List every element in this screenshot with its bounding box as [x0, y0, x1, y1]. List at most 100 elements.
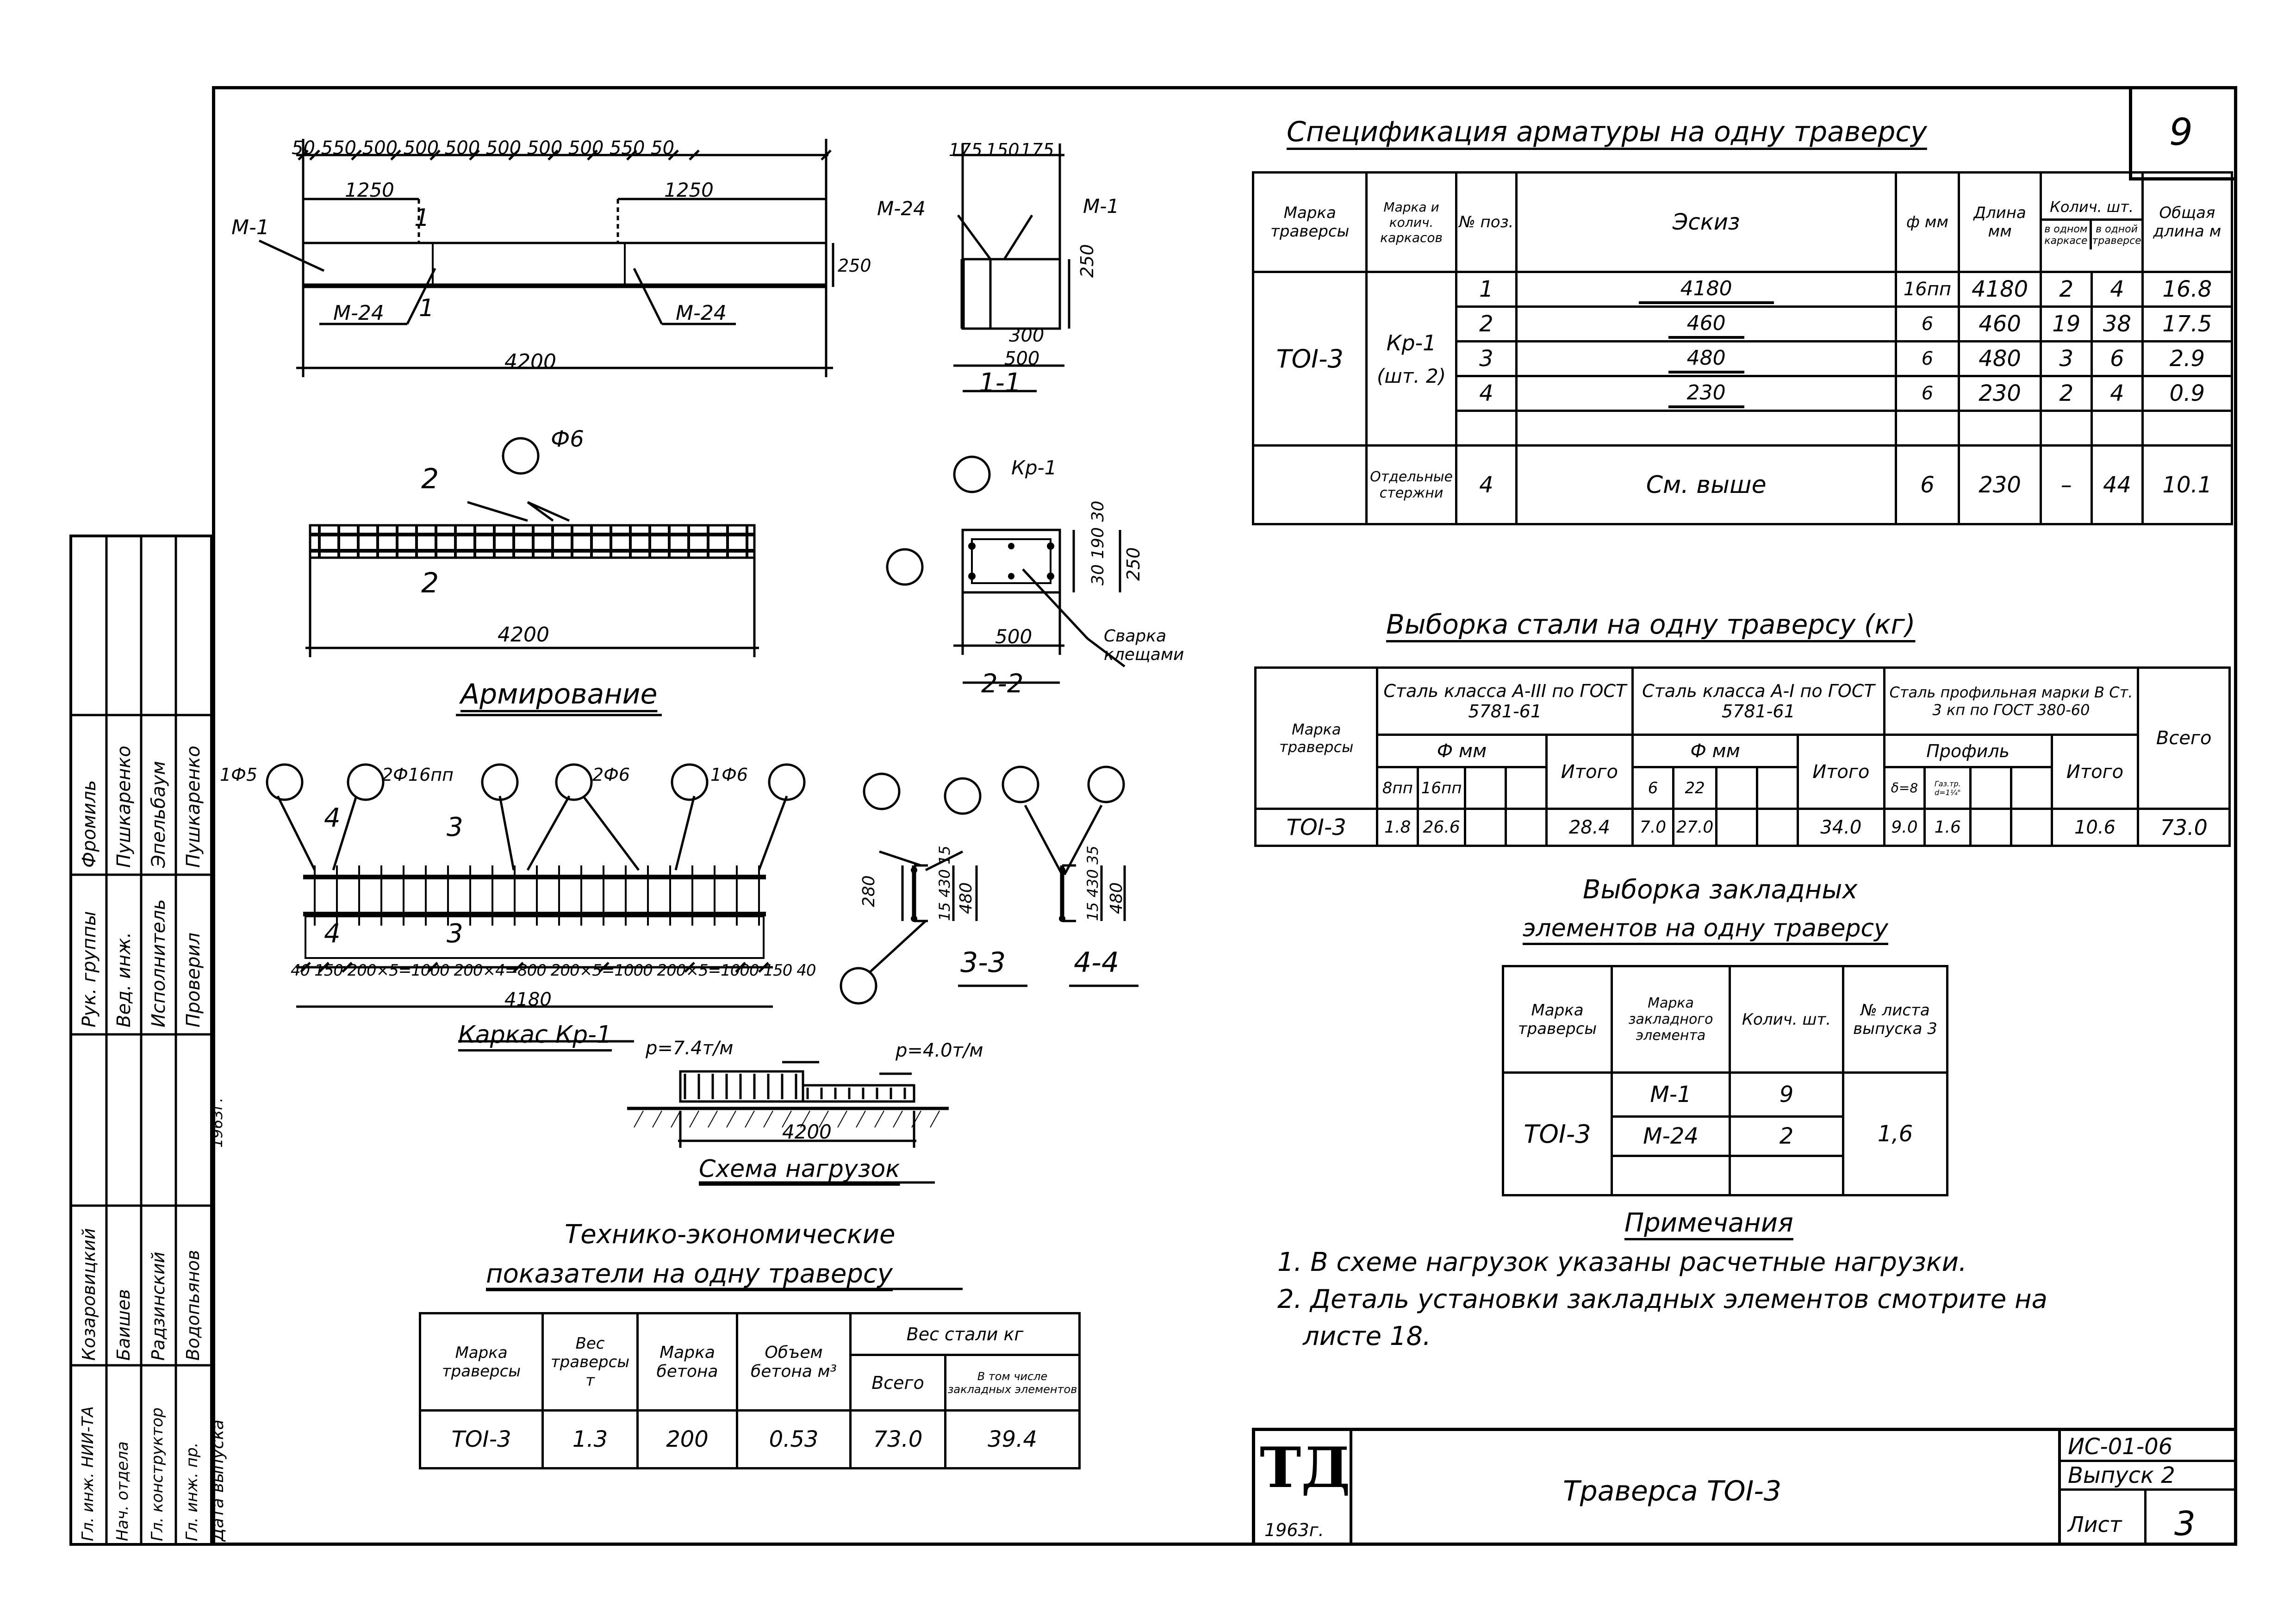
plan-dim-1250-left: 1250: [345, 179, 394, 201]
cut-mark-1-top: 1: [414, 204, 430, 232]
issue-cell: Выпуск 2: [2061, 1460, 2237, 1491]
cage-cut-4-top: 4: [324, 803, 341, 833]
spec-h-qty-travers: в одной траверсе: [2092, 223, 2141, 247]
stamp-left-role: Гл. инж. НИИ-ТА: [79, 1406, 97, 1541]
steel-d-prof-empty-a: [1969, 766, 2012, 810]
label-m24-sec11: М-24: [877, 197, 926, 220]
cage-dim-tick: [318, 962, 330, 973]
emb-h-element: Марка закладного элемента: [1611, 965, 1731, 1074]
left-stamp-grid: [69, 535, 213, 1546]
code-cell: ИС-01-06: [2061, 1431, 2237, 1462]
spec-eskiz-value: 230: [1668, 381, 1744, 408]
tech-h-embedded: В том числе закладных элементов: [944, 1354, 1081, 1412]
balloon-1-sec44: [1002, 765, 1039, 803]
spec-cell-q1: 2: [2040, 271, 2093, 308]
sec22-dim-500: 500: [995, 625, 1033, 648]
sec11-dim-175b: 175: [1020, 140, 1054, 160]
spec-cell-empty: [1895, 410, 1960, 447]
balloon-1-sec33: [863, 772, 901, 810]
section-2-2-body: [961, 529, 1061, 594]
stamp-name: Фромиль: [79, 780, 100, 868]
note-2: 2. Деталь установки закладных элементов …: [1277, 1284, 2047, 1314]
steel-cell-marka: ТОI-3: [1254, 808, 1379, 847]
spec-cell-length: 480: [1957, 340, 2042, 377]
reinf-dim-4200: 4200: [498, 623, 549, 647]
sec11-dim-175a: 175: [949, 140, 983, 160]
steel-h-a1-dmm: Ф мм: [1631, 734, 1799, 768]
steel-table: Марка траверсы Сталь класса А-III по ГОС…: [1254, 666, 2231, 847]
label-m24-plan-right: М-24: [676, 301, 727, 325]
spec-cell-empty: [1957, 410, 2042, 447]
stamp-left-role: Гл. конструктор: [148, 1407, 167, 1541]
plan-dim-tick: [309, 149, 320, 161]
cage-cut-3-top: 3: [447, 812, 463, 842]
balloon-4-sec22b: [886, 548, 924, 586]
spec-h-marka: Марка траверсы: [1251, 171, 1368, 273]
steel-cell-vsego: 73.0: [2137, 808, 2231, 847]
steel-cell-empty: [1504, 808, 1548, 847]
plan-dim-tick: [668, 149, 679, 161]
spec-h-diam: ф мм: [1895, 171, 1960, 273]
balloon-2-cage: [671, 763, 709, 801]
balloon-4-reinf: [502, 437, 540, 475]
spec-h-eskiz: Эскиз: [1515, 171, 1898, 273]
stamp-left-name: Козаровицкий: [79, 1228, 99, 1361]
cage-dim-tick: [684, 962, 695, 973]
plan-dim-tick: [469, 149, 480, 161]
spec-cell-length: 230: [1957, 375, 2042, 412]
plan-dim-tick: [390, 149, 401, 161]
sec33-dims: 15 430 15: [936, 846, 953, 921]
emb-cell-sheet: 1,6: [1842, 1071, 1948, 1196]
tech-h-concrete: Марка бетона: [636, 1312, 738, 1412]
steel-d-a3-0: 8пп: [1376, 766, 1419, 810]
cage-cut-4-bottom: 4: [324, 919, 341, 949]
steel-d-a3-empty-a: [1463, 766, 1507, 810]
drawing-code: ИС-01-06: [2068, 1434, 2173, 1460]
cage-bar-1f5: 1Ф5: [220, 765, 258, 785]
steel-h-marka: Марка траверсы: [1254, 666, 1379, 810]
plan-dim-250: 250: [838, 255, 871, 276]
emb-cell-qty-0: 9: [1729, 1071, 1844, 1118]
emb-cell-qty-1: 2: [1729, 1115, 1844, 1157]
steel-h-prof-itogo: Итого: [2050, 734, 2140, 810]
stamp-role: Проверил: [183, 932, 204, 1027]
load-p2: р=4.0т/м: [896, 1040, 983, 1061]
spec-cell-q2: 44: [2091, 444, 2144, 525]
sec33-dim-480: 480: [957, 882, 976, 914]
spec-title: Спецификация арматуры на одну траверсу: [1287, 116, 1927, 148]
section-2-2-title: 2-2: [981, 669, 1024, 699]
cage-cut-3-bottom: 3: [447, 919, 463, 949]
drawing-title: Траверса ТОI-3: [1563, 1475, 1782, 1507]
steel-cell-empty: [1969, 808, 2012, 847]
tech-h-weight: Вес траверсы т: [541, 1312, 639, 1412]
tech-cell-embedded: 39.4: [944, 1409, 1081, 1469]
embedded-title-2: элементов на одну траверсу: [1523, 915, 1888, 942]
steel-h-a3-itogo: Итого: [1545, 734, 1634, 810]
sec44-dims: 15 430 35: [1084, 846, 1101, 921]
td-logo: ТД: [1260, 1435, 1350, 1500]
spec-cell-empty: [2040, 410, 2093, 447]
spec-h-qty-karkas: в одном каркасе: [2042, 220, 2092, 249]
spec-eskiz-value: 480: [1668, 346, 1744, 373]
plan-dim-tick: [821, 149, 832, 161]
emb-h-marka: Марка траверсы: [1502, 965, 1613, 1074]
tech-h-marka: Марка траверсы: [419, 1312, 544, 1412]
spec-cell-pos: 3: [1455, 340, 1518, 377]
tech-title-2: показатели на одну траверсу: [486, 1259, 893, 1289]
tech-cell-marka: ТОI-3: [419, 1409, 544, 1469]
spec-eskiz-value: 4180: [1638, 277, 1774, 304]
cage-bar-2f6: 2Ф6: [592, 765, 630, 785]
label-m1-plan: М-1: [231, 216, 269, 239]
title-block-logo-cell: ТД 1963г.: [1255, 1431, 1352, 1546]
reinf-cut-2-bottom: 2: [421, 567, 439, 599]
embedded-table: Марка траверсы Марка закладного элемента…: [1502, 965, 1948, 1196]
drawing-issue: Выпуск 2: [2068, 1462, 2175, 1488]
balloon-2-sec33: [840, 967, 877, 1005]
cage-dim-tick: [735, 962, 746, 973]
sheet-number: 9: [2169, 111, 2193, 154]
spec-cell-empty: [2141, 410, 2234, 447]
spec-cell-q2: 6: [2091, 340, 2144, 377]
tech-cell-volume: 0.53: [736, 1409, 852, 1469]
